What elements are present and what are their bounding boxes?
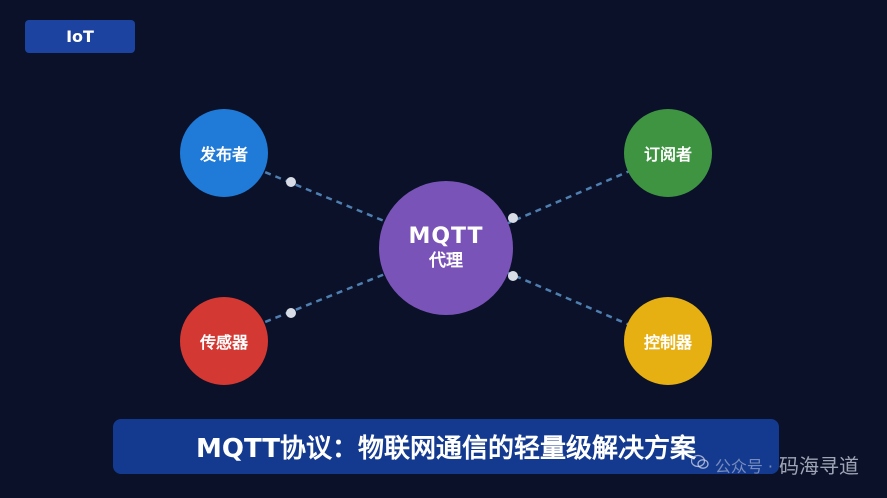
- sensor-node: 传感器: [180, 297, 268, 385]
- publisher-label: 发布者: [199, 145, 248, 164]
- sensor-label: 传感器: [199, 333, 248, 352]
- title-banner: MQTT协议：物联网通信的轻量级解决方案: [113, 419, 779, 474]
- controller-node: 控制器: [624, 297, 712, 385]
- controller-label: 控制器: [643, 333, 692, 352]
- link-dot-subscriber: [508, 213, 518, 223]
- mqtt-broker-node: MQTT 代理: [379, 181, 513, 315]
- iot-tag-label: IoT: [66, 27, 94, 46]
- link-dot-publisher: [286, 177, 296, 187]
- wechat-icon: [690, 454, 709, 475]
- broker-title: MQTT: [408, 224, 484, 249]
- watermark-name: 码海寻道: [779, 454, 859, 478]
- broker-subtitle: 代理: [429, 251, 463, 271]
- iot-tag: IoT: [25, 20, 135, 53]
- watermark: 公众号 · 码海寻道: [690, 450, 859, 479]
- banner-title: MQTT协议：物联网通信的轻量级解决方案: [195, 434, 697, 464]
- watermark-prefix: 公众号 ·: [714, 456, 773, 476]
- subscriber-node: 订阅者: [624, 109, 712, 197]
- link-dot-sensor: [286, 308, 296, 318]
- subscriber-label: 订阅者: [643, 145, 692, 164]
- link-dot-controller: [508, 271, 518, 281]
- publisher-node: 发布者: [180, 109, 268, 197]
